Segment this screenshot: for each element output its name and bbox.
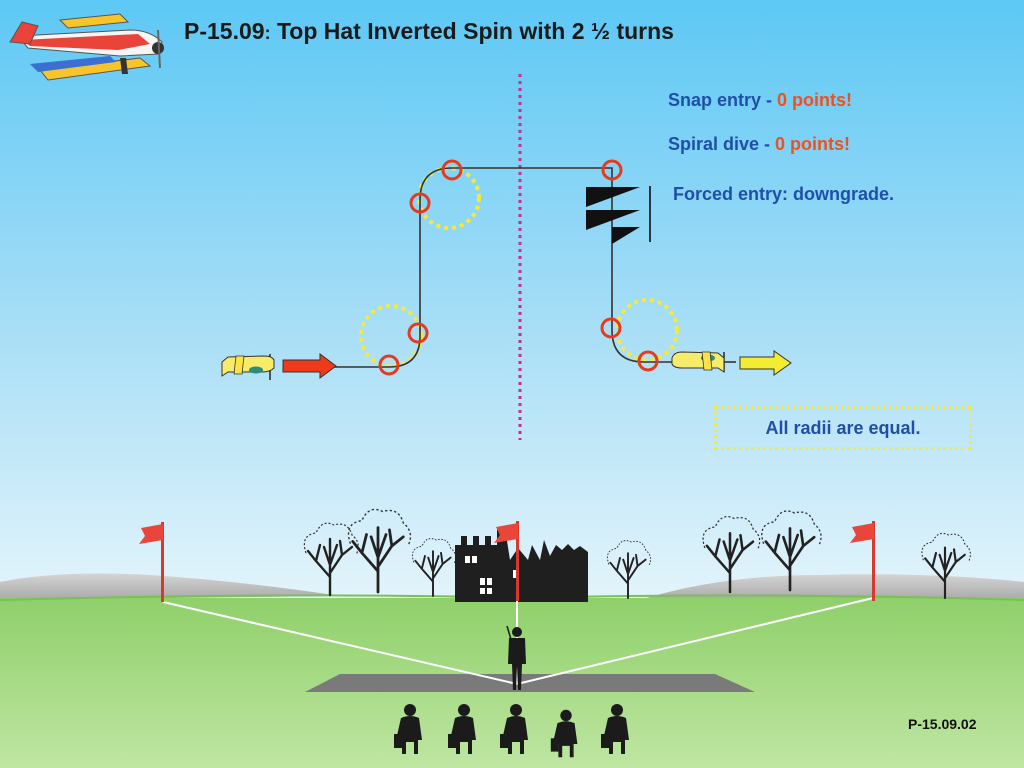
snap-entry-penalty: 0 points! [777,90,853,110]
model-plane-icon [221,355,275,377]
spiral-dive-penalty: 0 points! [775,134,851,154]
hill-right [640,574,1024,600]
title-text: Top Hat Inverted Spin with 2 ½ turns [270,18,674,44]
title-code: P-15.09 [184,18,265,44]
equal-radius-circles [359,166,679,368]
spiral-dive-label: Spiral dive - [668,134,776,154]
snap-entry-label: Snap entry - [668,90,778,110]
title-separator: : [264,23,271,43]
spin-triangles-icon [586,186,651,244]
spiral-dive-note: Spiral dive - 0 points! [668,134,850,155]
sky [0,0,1024,600]
runway [305,674,755,692]
exit-arrow [739,350,792,376]
flight-path [330,167,672,368]
pilot-silhouette [506,625,526,690]
radii-note-box: All radii are equal. [714,406,972,450]
radii-note: All radii are equal. [765,417,921,438]
hill-left [0,573,340,600]
snap-entry-note: Snap entry - 0 points! [668,90,852,111]
page-title: P-15.09: Top Hat Inverted Spin with 2 ½ … [184,18,674,45]
model-plane-icon [671,351,725,373]
judging-checkpoints [378,159,659,376]
entry-arrow [282,353,337,379]
aerobatic-plane-logo [9,13,164,81]
castle-ruin-silhouette [455,528,588,602]
forced-entry-note: Forced entry: downgrade. [673,184,895,204]
slide-id: P-15.09.02 [908,716,977,732]
